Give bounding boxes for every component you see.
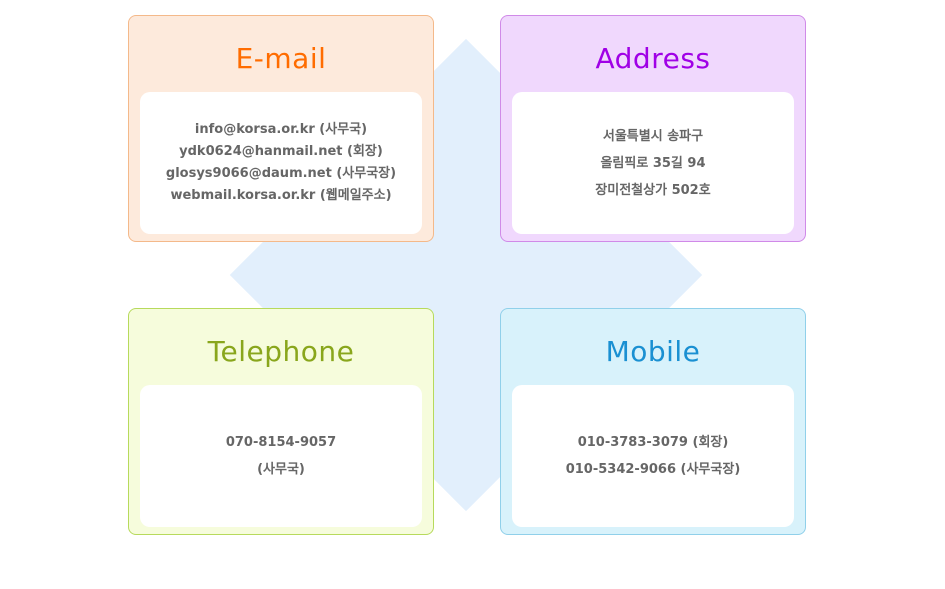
address-line: 장미전철상가 502호 bbox=[595, 182, 711, 198]
email-content: info@korsa.or.kr (사무국) ydk0624@hanmail.n… bbox=[140, 92, 422, 234]
address-title: Address bbox=[595, 42, 711, 75]
telephone-content: 070-8154-9057 (사무국) bbox=[140, 385, 422, 527]
mobile-content: 010-3783-3079 (회장) 010-5342-9066 (사무국장) bbox=[512, 385, 794, 527]
telephone-title: Telephone bbox=[207, 335, 355, 368]
telephone-card: Telephone 070-8154-9057 (사무국) bbox=[128, 308, 434, 535]
email-line[interactable]: glosys9066@daum.net (사무국장) bbox=[165, 166, 397, 181]
address-card: Address 서울특별시 송파구 올림픽로 35길 94 장미전철상가 502… bbox=[500, 15, 806, 242]
email-line[interactable]: webmail.korsa.or.kr (웹메일주소) bbox=[170, 188, 392, 203]
email-title: E-mail bbox=[235, 42, 327, 75]
address-line: 서울특별시 송파구 bbox=[602, 128, 704, 144]
mobile-card: Mobile 010-3783-3079 (회장) 010-5342-9066 … bbox=[500, 308, 806, 535]
email-line[interactable]: ydk0624@hanmail.net (회장) bbox=[179, 144, 383, 159]
telephone-note: (사무국) bbox=[257, 462, 305, 477]
mobile-line: 010-5342-9066 (사무국장) bbox=[565, 462, 741, 477]
telephone-number: 070-8154-9057 bbox=[225, 435, 337, 450]
address-line: 올림픽로 35길 94 bbox=[600, 155, 706, 171]
email-card: E-mail info@korsa.or.kr (사무국) ydk0624@ha… bbox=[128, 15, 434, 242]
mobile-title: Mobile bbox=[605, 335, 701, 368]
email-line[interactable]: info@korsa.or.kr (사무국) bbox=[194, 122, 368, 137]
address-content: 서울특별시 송파구 올림픽로 35길 94 장미전철상가 502호 bbox=[512, 92, 794, 234]
mobile-line: 010-3783-3079 (회장) bbox=[577, 435, 729, 450]
